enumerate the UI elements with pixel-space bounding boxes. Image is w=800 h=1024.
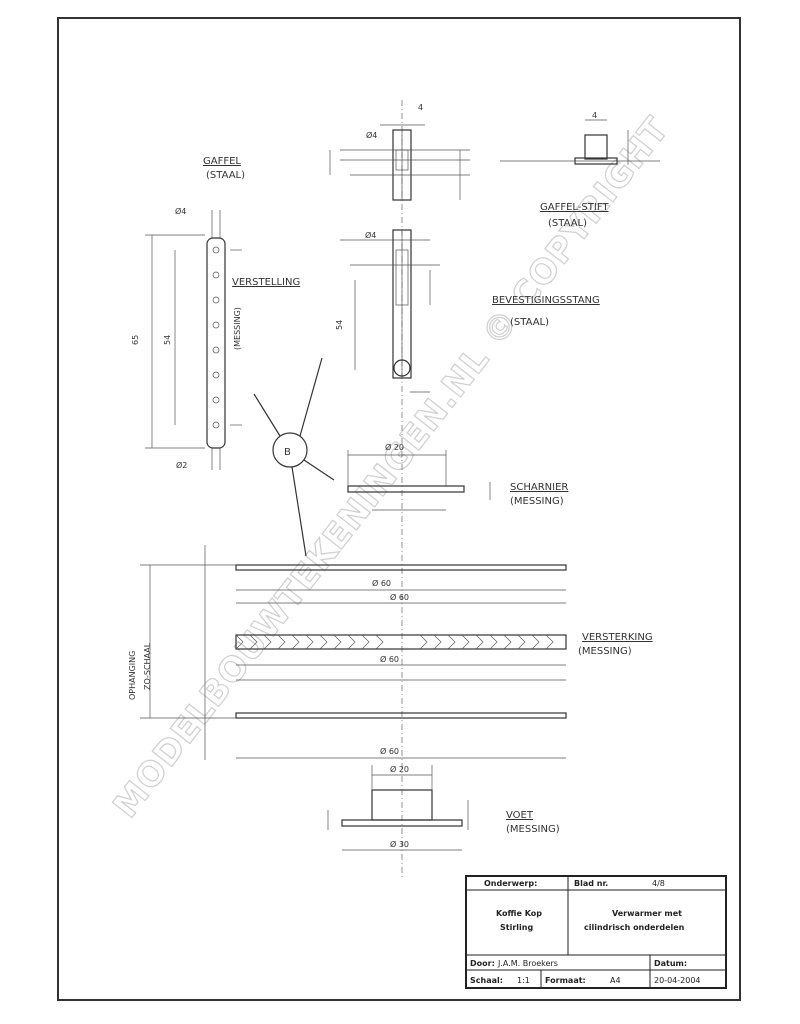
title-datum-value: 20-04-2004 xyxy=(654,976,701,985)
dim-strip-2: Ø 60 xyxy=(380,654,399,664)
dim-strip-3: Ø 60 xyxy=(380,746,399,756)
part-verstelling: Ø4 Ø2 65 54 xyxy=(131,206,242,470)
detail-marker: B xyxy=(284,447,291,458)
dim-strip-1-bottom: Ø 60 xyxy=(390,592,409,602)
label-bevestigingsstang: BEVESTIGINGSSTANG xyxy=(492,295,600,306)
title-door-value: J.A.M. Broekers xyxy=(497,959,558,968)
part-bevestigingsstang: Ø4 54 xyxy=(335,229,440,393)
part-voet: Ø 20 Ø 30 xyxy=(327,764,469,851)
title-schaal-value: 1:1 xyxy=(517,976,530,985)
dim-voet-top: Ø 20 xyxy=(390,764,409,774)
label-voet: VOET xyxy=(506,810,534,821)
label-gaffel-stift: GAFFEL-STIFT xyxy=(540,202,609,213)
dim-stift-width: 4 xyxy=(592,111,597,120)
title-onderwerp-label: Onderwerp: xyxy=(484,879,537,888)
label-gaffel: GAFFEL xyxy=(203,156,241,167)
part-scharnier: Ø 20 xyxy=(347,442,491,511)
drawing-border xyxy=(57,17,741,1001)
dim-scharnier-width: Ø 20 xyxy=(385,442,404,452)
dim-verstelling-bottom: Ø2 xyxy=(176,460,187,470)
part-strip-1: Ø 60 Ø 60 xyxy=(235,564,567,604)
title-subject-line1: Koffie Kop xyxy=(496,909,542,918)
title-formaat-label: Formaat: xyxy=(545,976,586,985)
dim-gaffel-width: Ø4 xyxy=(366,130,377,140)
label-scharnier: SCHARNIER xyxy=(510,482,568,493)
label-ophanging-sub: ZO-SCHAAL xyxy=(143,642,152,690)
dim-verstelling-pitch: 54 xyxy=(163,335,172,345)
title-subject-line2: Stirling xyxy=(500,923,533,932)
label-ophanging: OPHANGING xyxy=(128,651,137,700)
label-scharnier-material: (MESSING) xyxy=(510,496,564,507)
dim-stang-length: 54 xyxy=(335,320,344,330)
title-blad-value: 4/8 xyxy=(652,879,665,888)
label-gaffel-stift-material: (STAAL) xyxy=(548,218,587,229)
title-datum-label: Datum: xyxy=(654,959,687,968)
part-strip-2: Ø 60 xyxy=(235,634,567,681)
label-verstelling-material: (MESSING) xyxy=(233,307,242,350)
label-gaffel-material: (STAAL) xyxy=(206,170,245,181)
dim-strip-1-top: Ø 60 xyxy=(372,578,391,588)
dim-gaffel-top: 4 xyxy=(418,103,423,112)
title-schaal-label: Schaal: xyxy=(470,976,503,985)
title-desc-line1: Verwarmer met xyxy=(612,909,682,918)
label-bevestigingsstang-material: (STAAL) xyxy=(510,317,549,328)
detail-callout: B xyxy=(253,357,335,557)
title-blad-label: Blad nr. xyxy=(574,879,608,888)
label-voet-material: (MESSING) xyxy=(506,824,560,835)
label-verstelling: VERSTELLING xyxy=(232,277,300,288)
label-versterking: VERSTERKING xyxy=(582,632,653,643)
part-strip-3: Ø 60 xyxy=(235,712,567,759)
dim-stang-top: Ø4 xyxy=(365,230,376,240)
dim-verstelling-top: Ø4 xyxy=(175,206,186,216)
title-block: Onderwerp: Blad nr. 4/8 Koffie Kop Stirl… xyxy=(465,875,727,989)
dim-verstelling-length: 65 xyxy=(131,335,140,345)
part-gaffel: Ø4 4 xyxy=(329,103,470,201)
title-formaat-value: A4 xyxy=(610,976,621,985)
title-desc-line2: cilindrisch onderdelen xyxy=(584,923,685,932)
label-versterking-material: (MESSING) xyxy=(578,646,632,657)
part-gaffel-stift: 4 xyxy=(500,111,660,165)
title-door-label: Door: xyxy=(470,959,495,968)
dim-voet-bottom: Ø 30 xyxy=(390,839,409,849)
